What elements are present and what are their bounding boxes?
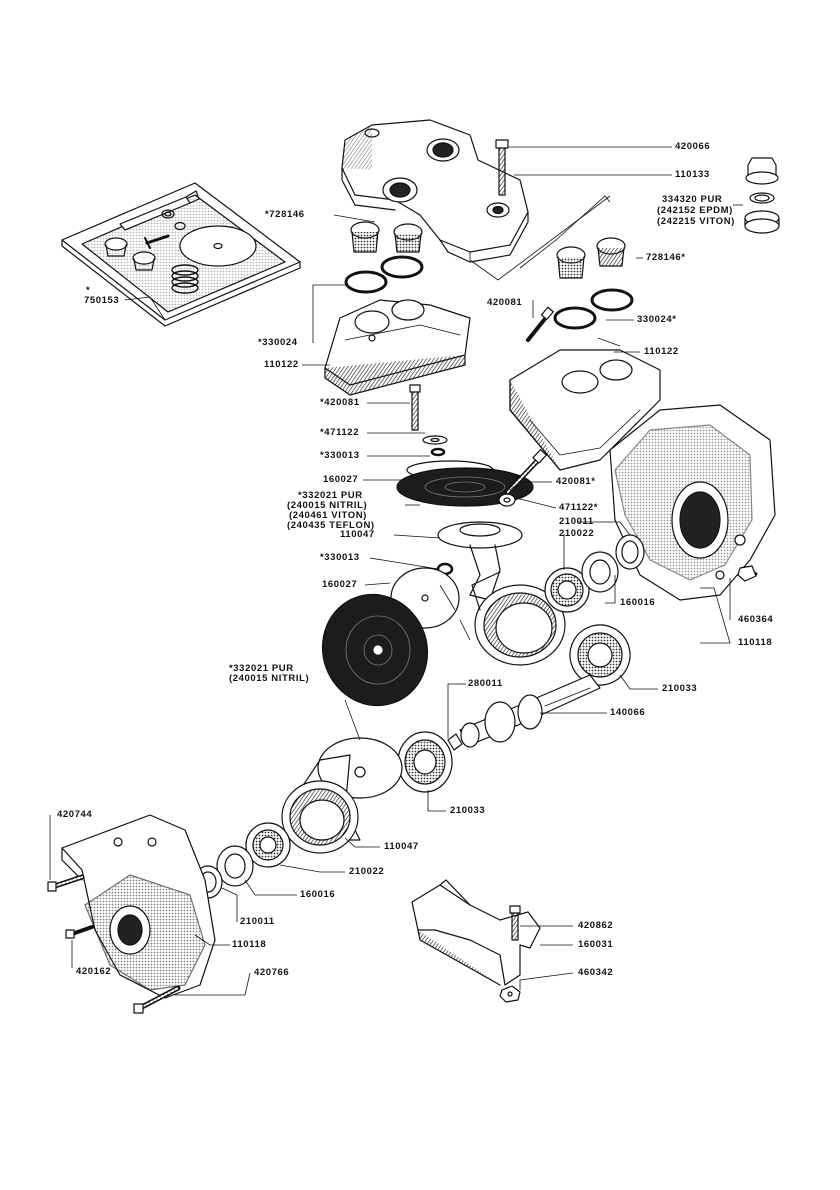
label-110118-right: 110118 bbox=[738, 637, 773, 648]
label-334320: 334320 PUR bbox=[662, 194, 723, 205]
label-471122-left: *471122 bbox=[320, 427, 360, 438]
diaphragm-332021-upper bbox=[396, 467, 534, 507]
label-240015-lower: (240015 NITRIL) bbox=[229, 673, 310, 684]
pump-body-right bbox=[609, 404, 776, 601]
label-210022-right: 210022 bbox=[559, 528, 595, 539]
label-332021-lower: *332021 PUR bbox=[229, 663, 294, 674]
label-110047-lower: 110047 bbox=[384, 841, 419, 852]
label-460342: 460342 bbox=[578, 967, 614, 978]
label-110118-lower: 110118 bbox=[232, 939, 267, 950]
conrod-110047-lower bbox=[281, 737, 403, 854]
label-420744: 420744 bbox=[57, 809, 93, 820]
ring-210011-right bbox=[615, 534, 645, 570]
bearing-210033-right bbox=[569, 624, 631, 686]
conrod-110047-upper bbox=[437, 521, 523, 601]
valve-housing-left bbox=[324, 299, 471, 396]
label-420081-left: *420081 bbox=[320, 397, 360, 408]
label-240015-upper: (240015 NITRIL) bbox=[287, 500, 368, 511]
bearing-210033-lower bbox=[397, 731, 453, 793]
label-160016-right: 160016 bbox=[620, 597, 656, 608]
label-110122-right: 110122 bbox=[644, 346, 679, 357]
label-110133: 110133 bbox=[675, 169, 710, 180]
crankshaft-140066 bbox=[459, 674, 601, 748]
label-750153-star: * bbox=[86, 285, 91, 296]
grease-nipple-280011 bbox=[447, 733, 463, 751]
label-242215: (242215 VITON) bbox=[657, 216, 735, 227]
washer-471122-left bbox=[422, 435, 448, 445]
label-330024-right: 330024* bbox=[637, 314, 677, 325]
leader-lines bbox=[49, 146, 743, 996]
label-210033-right: 210033 bbox=[662, 683, 698, 694]
label-330013-upper: *330013 bbox=[320, 450, 360, 461]
eccentric-housing-upper bbox=[471, 571, 566, 666]
label-728146-right: 728146* bbox=[646, 252, 686, 263]
label-728146-left: *728146 bbox=[265, 209, 305, 220]
label-210022-lower: 210022 bbox=[349, 866, 385, 877]
label-110122-left: 110122 bbox=[264, 359, 299, 370]
label-160031: 160031 bbox=[578, 939, 614, 950]
spacer-160016-lower bbox=[216, 845, 254, 887]
valve-728146-left bbox=[350, 221, 423, 253]
label-210033-lower: 210033 bbox=[450, 805, 486, 816]
valve-728146-right bbox=[556, 237, 626, 279]
label-420066: 420066 bbox=[675, 141, 711, 152]
service-kit-box bbox=[61, 182, 301, 327]
bolt-420066 bbox=[495, 139, 509, 196]
screw-420081-left bbox=[409, 384, 421, 431]
bracket-160031 bbox=[411, 879, 541, 986]
label-160027-lower: 160027 bbox=[322, 579, 358, 590]
label-750153: 750153 bbox=[84, 295, 120, 306]
label-420862: 420862 bbox=[578, 920, 614, 931]
label-140066: 140066 bbox=[610, 707, 646, 718]
label-242152: (242152 EPDM) bbox=[657, 205, 733, 216]
label-332021-upper: *332021 PUR bbox=[298, 490, 363, 501]
label-110047-upper: 110047 bbox=[340, 529, 375, 540]
nut-460364 bbox=[737, 565, 757, 582]
orings-330024-right bbox=[553, 288, 634, 330]
label-160027-upper: 160027 bbox=[323, 474, 359, 485]
bolt-420081-top bbox=[526, 306, 554, 342]
diaphragm-332021-lower bbox=[321, 593, 429, 707]
orings-330024-left bbox=[344, 255, 424, 294]
label-460364: 460364 bbox=[738, 614, 774, 625]
label-330013-lower: *330013 bbox=[320, 552, 360, 563]
screw-420081-mid bbox=[505, 449, 547, 495]
bearing-210022-lower bbox=[245, 822, 291, 868]
valve-nut-stack bbox=[744, 157, 780, 234]
bolt-420862 bbox=[509, 905, 521, 941]
nut-460342 bbox=[499, 985, 521, 1003]
pump-body-left bbox=[61, 814, 216, 999]
label-240461: (240461 VITON) bbox=[289, 510, 367, 521]
assembly-guide-lines bbox=[344, 195, 621, 741]
label-210011-right: 210011 bbox=[559, 516, 594, 527]
label-210011-lower: 210011 bbox=[240, 916, 275, 927]
bolt-420744 bbox=[47, 874, 85, 892]
label-330024-left: *330024 bbox=[258, 337, 298, 348]
bearing-210022-right bbox=[544, 567, 590, 613]
label-240435: (240435 TEFLON) bbox=[287, 520, 375, 531]
bolt-420766 bbox=[133, 985, 181, 1014]
label-471122-right: 471122* bbox=[559, 502, 599, 513]
label-420081-mid: 420081* bbox=[556, 476, 596, 487]
label-420766: 420766 bbox=[254, 967, 290, 978]
valve-housing-right bbox=[509, 349, 661, 471]
bolt-420162 bbox=[65, 925, 94, 939]
label-420162: 420162 bbox=[76, 966, 112, 977]
washer-471122-right bbox=[498, 493, 516, 507]
label-160016-lower: 160016 bbox=[300, 889, 336, 900]
label-420081-top: 420081 bbox=[487, 297, 523, 308]
label-280011: 280011 bbox=[468, 678, 503, 689]
upper-manifold bbox=[341, 119, 529, 263]
spacer-160016-right bbox=[581, 551, 619, 593]
oring-330013-upper bbox=[430, 447, 446, 457]
